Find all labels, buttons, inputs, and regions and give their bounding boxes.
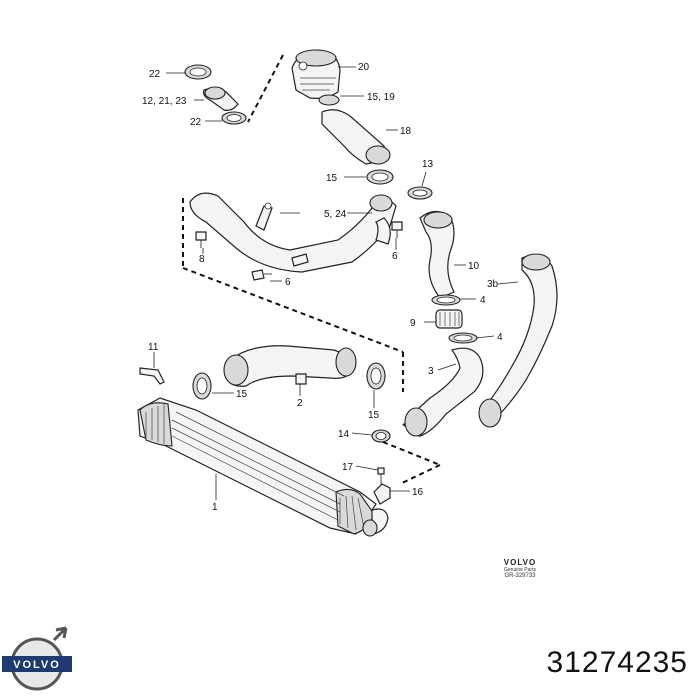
callout-13: 13 — [422, 159, 434, 170]
callout-4-upper: 4 — [480, 295, 486, 306]
callout-6-left: 6 — [285, 277, 291, 288]
callout-3b: 3b — [487, 279, 499, 290]
callout-2: 2 — [297, 398, 303, 409]
callout-10: 10 — [468, 261, 480, 272]
callout-15-upper: 15 — [326, 173, 338, 184]
callout-6-right: 6 — [392, 251, 398, 262]
callout-1: 1 — [212, 502, 218, 513]
callout-11: 11 — [148, 342, 159, 353]
callout-20: 20 — [358, 62, 370, 73]
brand-name: VOLVO — [503, 558, 537, 567]
genuine-parts-text: Genuine Parts — [504, 567, 536, 573]
callout-15-right: 15 — [368, 410, 380, 421]
small-hose-assembly — [184, 64, 247, 125]
hose-18 — [321, 109, 394, 185]
hose-3 — [404, 347, 484, 437]
bracket-16 — [373, 467, 391, 505]
leader-lines — [153, 66, 519, 500]
diagram-reference: GR-329733 — [504, 573, 536, 579]
part-number: 31274235 — [546, 646, 688, 679]
callout-22-top: 22 — [149, 69, 161, 80]
assembly-guide-lines — [182, 54, 441, 484]
rings-4-9 — [431, 294, 478, 344]
volvo-logo: VOLVO — [2, 626, 72, 691]
throttle-housing — [291, 49, 341, 106]
callout-9: 9 — [410, 318, 416, 329]
intercooler-hose-2 — [223, 345, 357, 387]
intercooler-1 — [137, 397, 389, 537]
callout-22-bottom: 22 — [190, 117, 202, 128]
callout-5-24: 5, 24 — [324, 209, 347, 220]
callout-8: 8 — [199, 254, 205, 265]
hose-3b — [478, 253, 558, 428]
bolts-6-8 — [195, 221, 403, 281]
callout-15-19: 15, 19 — [367, 92, 395, 103]
callout-labels: 22 12, 21, 23 22 20 15, 19 18 15 13 5, 2… — [142, 62, 503, 513]
callout-15-left: 15 — [236, 389, 248, 400]
clamps-15-lower — [192, 362, 391, 443]
volvo-logo-text: VOLVO — [13, 659, 61, 671]
bracket-11 — [139, 367, 165, 385]
callout-18: 18 — [400, 126, 412, 137]
callout-16: 16 — [412, 487, 424, 498]
genuine-parts-stamp: VOLVO Genuine Parts GR-329733 — [494, 558, 546, 579]
callout-12-21-23: 12, 21, 23 — [142, 96, 187, 107]
hose-10 — [407, 186, 455, 299]
callout-4-lower: 4 — [497, 332, 503, 343]
upper-crossover-pipe — [189, 192, 397, 273]
callout-3: 3 — [428, 366, 434, 377]
callout-14: 14 — [338, 429, 350, 440]
callout-17: 17 — [342, 462, 354, 473]
